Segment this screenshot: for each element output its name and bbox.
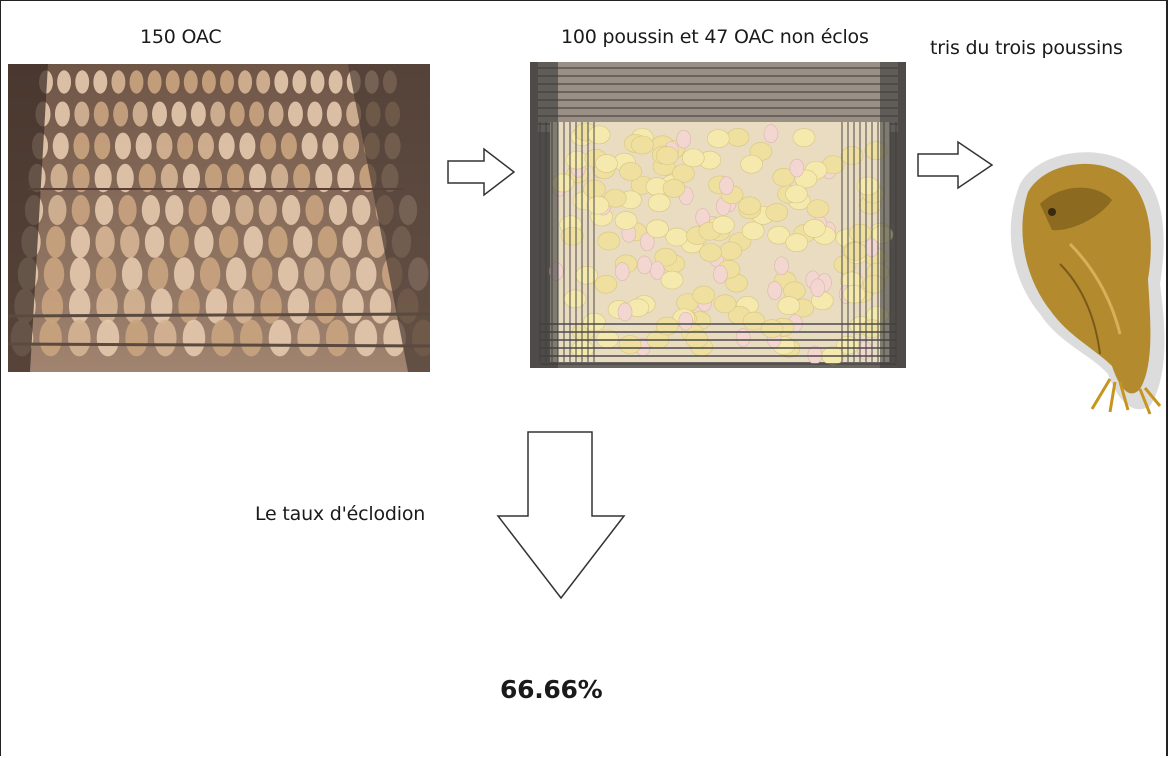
hatched-chicks-photo: [530, 62, 906, 368]
sorted-label: tris du trois poussins: [930, 37, 1123, 59]
eggs-label: 150 OAC: [140, 26, 222, 48]
arrow-right-icon: [917, 140, 994, 190]
hatch-rate-value: 66.66%: [500, 675, 603, 704]
hatch-rate-label: Le taux d'éclodion: [255, 503, 426, 525]
hatched-label: 100 poussin et 47 OAC non éclos: [561, 26, 869, 48]
egg-tray-photo: [8, 64, 430, 372]
arrow-down-icon: [496, 431, 626, 600]
sorted-chick-photo: [1000, 144, 1170, 418]
arrow-right-icon: [447, 147, 516, 197]
